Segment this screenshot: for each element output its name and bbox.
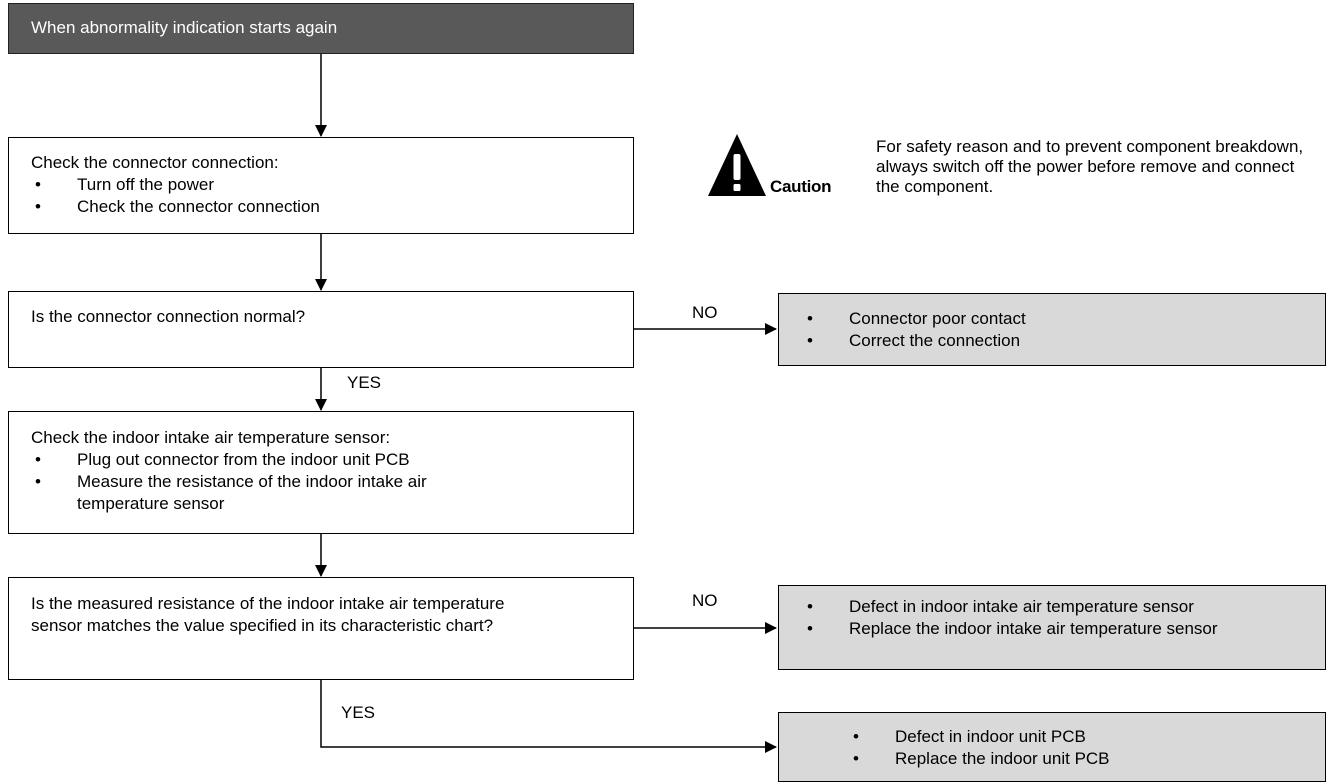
check-sensor-intro: Check the indoor intake air temperature … — [31, 428, 391, 447]
list-item: Replace the indoor intake air temperatur… — [803, 618, 1249, 640]
list-item: Correct the connection — [803, 330, 1301, 352]
result-sensor-box: Defect in indoor intake air temperature … — [778, 585, 1326, 670]
decision-resistance-no-label: NO — [692, 591, 718, 610]
list-item: Measure the resistance of the indoor int… — [31, 471, 477, 515]
arrow-resistance-yes — [320, 680, 777, 753]
decision-connector-yes-label: YES — [347, 373, 382, 392]
decision-resistance-box: Is the measured resistance of the indoor… — [8, 577, 634, 680]
list-item: Check the connector connection — [31, 196, 611, 218]
check-connector-box: Check the connector connection: Turn off… — [8, 137, 634, 234]
list-item: Connector poor contact — [803, 308, 1301, 330]
start-box: When abnormality indication starts again — [8, 3, 634, 54]
decision-connector-no-label: NO — [692, 303, 718, 322]
list-item: Replace the indoor unit PCB — [849, 748, 1301, 770]
result-connector-box: Connector poor contact Correct the conne… — [778, 293, 1326, 366]
caution-text: For safety reason and to prevent compone… — [876, 137, 1304, 196]
check-connector-intro: Check the connector connection: — [31, 153, 279, 172]
decision-connector-text: Is the connector connection normal? — [31, 307, 306, 326]
decision-resistance-yes-label: YES — [341, 703, 376, 722]
list-item: Defect in indoor unit PCB — [849, 726, 1301, 748]
decision-resistance-text: Is the measured resistance of the indoor… — [31, 594, 505, 635]
check-sensor-box: Check the indoor intake air temperature … — [8, 411, 634, 534]
caution-label: Caution — [770, 177, 832, 196]
result-pcb-box: Defect in indoor unit PCB Replace the in… — [778, 712, 1326, 782]
decision-connector-box: Is the connector connection normal? — [8, 291, 634, 368]
list-item: Turn off the power — [31, 174, 611, 196]
list-item: Plug out connector from the indoor unit … — [31, 449, 611, 471]
start-text: When abnormality indication starts again — [31, 18, 338, 37]
list-item: Defect in indoor intake air temperature … — [803, 596, 1301, 618]
warning-triangle-icon — [708, 134, 766, 196]
